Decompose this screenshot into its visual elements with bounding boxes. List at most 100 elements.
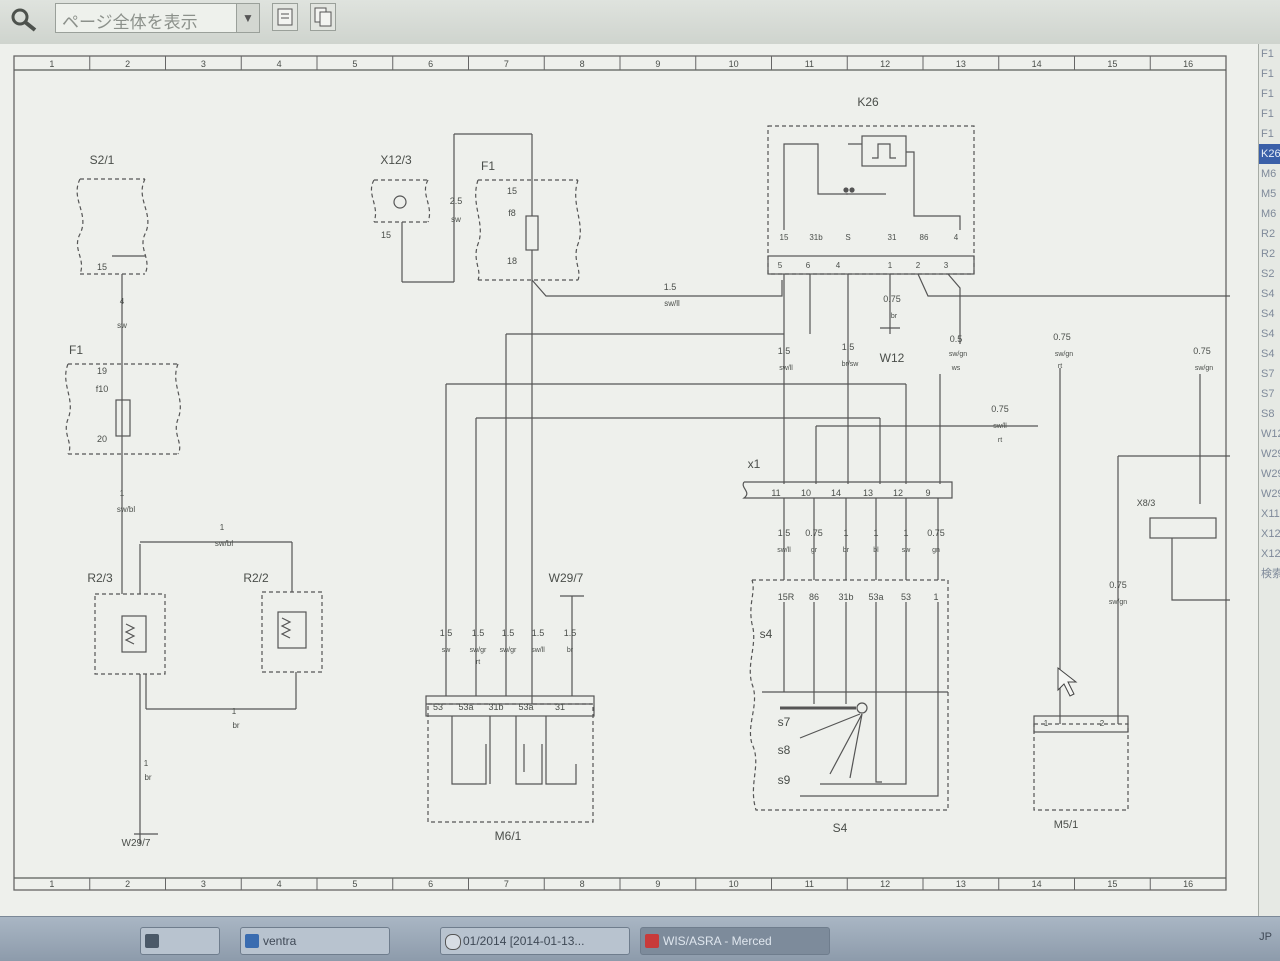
label-wires-cross-1: sw/ll [993, 423, 1007, 430]
taskbar-item-label: 01/2014 [2014-01-13... [463, 934, 585, 948]
side-panel-item[interactable]: M6 [1261, 208, 1277, 220]
label-wires-x1-s4-3-1: bl [873, 547, 879, 554]
label-components-r2-3: R2/3 [87, 571, 113, 585]
label-components-x1-pins-0: 11 [771, 488, 780, 498]
label-wires-k26-2-1: br/sw [842, 361, 860, 368]
side-panel-item[interactable]: S4 [1261, 348, 1275, 360]
side-panel-item[interactable]: F1 [1261, 68, 1274, 80]
label-components-w29-7: W29/7 [549, 571, 584, 585]
label-wires-x12-f1-1: sw [451, 215, 461, 224]
side-panel-item[interactable]: W12 [1261, 428, 1280, 440]
label-wires-m6-1-2: rt [476, 659, 480, 666]
side-panel-item[interactable]: R2 [1261, 228, 1276, 240]
side-panel-item[interactable]: F1 [1261, 128, 1274, 140]
ruler-label: 2 [125, 59, 130, 69]
label-wires-k26-6-0: 0.75 [1193, 346, 1211, 356]
side-panel-item[interactable]: S8 [1261, 408, 1275, 420]
ruler-label: 13 [956, 879, 966, 889]
label-wires-k26-4-0: 0.5 [950, 334, 963, 344]
label-components-x1-pins-3: 13 [863, 488, 873, 498]
label-wires-r2-ground-0: 1 [144, 759, 149, 768]
ruler-label: 5 [352, 879, 357, 889]
label-components-x12-3-pin: 15 [381, 230, 391, 240]
side-panel-item[interactable]: S7 [1261, 388, 1275, 400]
label-wires-f1-k26-0: 1.5 [664, 282, 677, 292]
label-components-s4-switches-2: s8 [778, 743, 791, 757]
taskbar-item-label: ventra [263, 934, 297, 948]
label-wires-m6-0-1: sw [442, 647, 452, 654]
label-components-s4-pins-4: 53 [901, 592, 911, 602]
side-panel-item[interactable]: W29 [1261, 448, 1280, 460]
ruler-label: 16 [1183, 59, 1193, 69]
label-wires-r2-ground-1: br [144, 773, 151, 782]
label-wires-s2-to-f1-0: 4 [120, 297, 125, 306]
label-components-m6-1-pins-2: 31b [488, 702, 503, 712]
label-wires-s2-to-f1-1: sw [117, 321, 127, 330]
label-wires-f1-k26-1: sw/ll [664, 299, 680, 308]
label-wires-k26-6-1: sw/gn [1195, 365, 1213, 372]
taskbar-item-1[interactable] [140, 927, 220, 955]
taskbar-item-4[interactable]: WIS/ASRA - Merced [640, 927, 830, 955]
chevron-down-icon[interactable]: ▼ [236, 4, 259, 32]
label-components-k26-top-pins-3: 31 [888, 233, 897, 242]
taskbar-item-2[interactable]: ventra [240, 927, 390, 955]
view-select[interactable]: ページ全体を表示 ▼ [55, 3, 260, 33]
label-components-w12: W12 [880, 351, 905, 365]
ruler-label: 5 [352, 59, 357, 69]
toolbar: ページ全体を表示 ▼ [0, 0, 1280, 45]
ruler-label: 3 [201, 59, 206, 69]
ruler-label: 6 [428, 59, 433, 69]
label-components-s2-1-pin: 15 [97, 262, 107, 272]
side-panel-item[interactable]: 検索 [1261, 568, 1280, 580]
label-components-k26-top-pins-1: 31b [809, 233, 823, 242]
label-components-x8-3: X8/3 [1137, 498, 1156, 508]
side-panel-item[interactable]: M5 [1261, 188, 1277, 200]
side-panel-item[interactable]: R2 [1261, 248, 1276, 260]
magnifier-icon[interactable] [8, 6, 42, 34]
side-panel-item[interactable]: S4 [1261, 308, 1275, 320]
side-panel-item[interactable]: S4 [1261, 328, 1275, 340]
page-button[interactable] [272, 3, 298, 31]
label-wires-k26-2-0: 1.5 [842, 342, 855, 352]
view-select-value: ページ全体を表示 [62, 13, 198, 32]
label-wires-x1-s4-2-1: br [843, 547, 850, 554]
label-components-k26-bottom-pins-3: 1 [888, 261, 893, 270]
side-panel-item[interactable]: W29 [1261, 468, 1280, 480]
label-wires-f1-to-r2-1: sw/bl [117, 505, 135, 514]
side-panel-item[interactable]: X12 [1261, 548, 1280, 560]
side-panel-item[interactable]: W29 [1261, 488, 1280, 500]
label-wires-k26-1-0: 1.5 [778, 346, 791, 356]
side-panel-item[interactable]: F1 [1261, 88, 1274, 100]
label-components-f1-center: F1 [481, 159, 495, 173]
label-components-k26-bottom-pins-0: 5 [778, 261, 783, 270]
label-components-k26-top-pins-0: 15 [780, 233, 789, 242]
side-panel-item[interactable]: X11 [1261, 508, 1280, 520]
label-components-f1-left-pins-0: 19 [97, 366, 107, 376]
ruler-label: 15 [1107, 59, 1117, 69]
label-components-f1-center-rating: f8 [508, 208, 516, 218]
side-panel-item[interactable]: X12 [1261, 528, 1280, 540]
label-wires-m6-2-1: sw/gr [500, 647, 517, 654]
side-panel-item[interactable]: F1 [1261, 48, 1274, 60]
label-components-k26-bottom-pins-5: 3 [944, 261, 949, 270]
side-panel-item[interactable]: M6 [1261, 168, 1277, 180]
label-components-s4-pins-0: 15R [778, 592, 795, 602]
label-components-f1-left: F1 [69, 343, 83, 357]
taskbar-item-3[interactable]: 01/2014 [2014-01-13... [440, 927, 630, 955]
side-panel-item[interactable]: K26 [1259, 144, 1280, 164]
ruler-label: 13 [956, 59, 966, 69]
side-panel-item[interactable]: S2 [1261, 268, 1275, 280]
side-panel-item[interactable]: S4 [1261, 288, 1275, 300]
copy-button[interactable] [310, 3, 336, 31]
ruler-label: 12 [880, 879, 890, 889]
label-components-k26-bottom-pins-1: 6 [806, 261, 811, 270]
side-panel-item[interactable]: S7 [1261, 368, 1275, 380]
label-components-s4-pins-5: 1 [933, 592, 938, 602]
label-wires-x1-s4-1-0: 0.75 [805, 528, 823, 538]
system-tray[interactable]: JP [1259, 931, 1272, 943]
ruler-label: 8 [580, 879, 585, 889]
side-panel-item[interactable]: F1 [1261, 108, 1274, 120]
